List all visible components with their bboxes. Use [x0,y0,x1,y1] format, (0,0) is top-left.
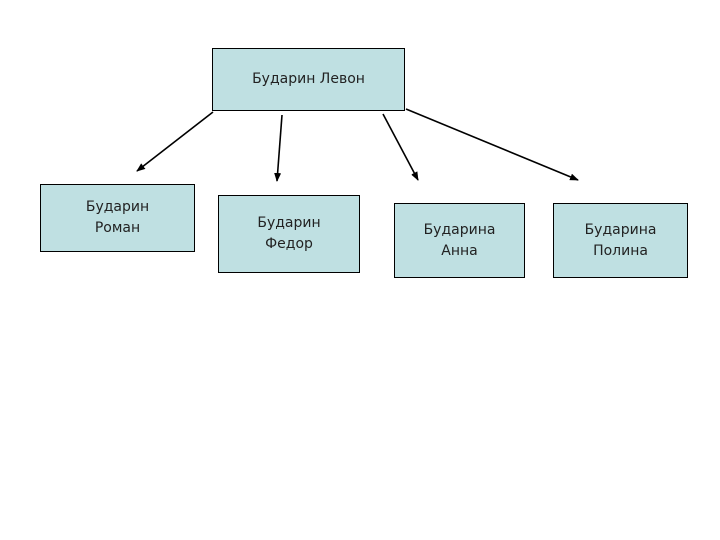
node-label-line2: Полина [593,242,648,259]
node-label-line2: Федор [265,236,313,252]
connector-arrow-to-roman [136,111,214,172]
node-label: Бударин Левон [252,71,365,87]
connector-arrow-to-fedor [274,114,283,182]
node-label-line2: Роман [94,220,141,236]
node-label-line1: Бударина [423,221,496,238]
node-label-line1: Бударин [257,215,321,231]
node-label-line1: Бударин [85,199,150,215]
connector-arrow-to-anna [382,113,419,181]
diagram-node-roman[interactable]: Бударин Роман [40,184,195,252]
diagram-node-polina[interactable]: Бударина Полина [553,203,688,278]
node-label-line1: Бударина [584,221,657,238]
node-label-line2: Анна [441,242,478,259]
connector-arrow-to-polina [405,108,579,181]
diagram-node-fedor[interactable]: Бударин Федор [218,195,360,273]
diagram-node-anna[interactable]: Бударина Анна [394,203,525,278]
diagram-node-levon[interactable]: Бударин Левон [212,48,405,111]
